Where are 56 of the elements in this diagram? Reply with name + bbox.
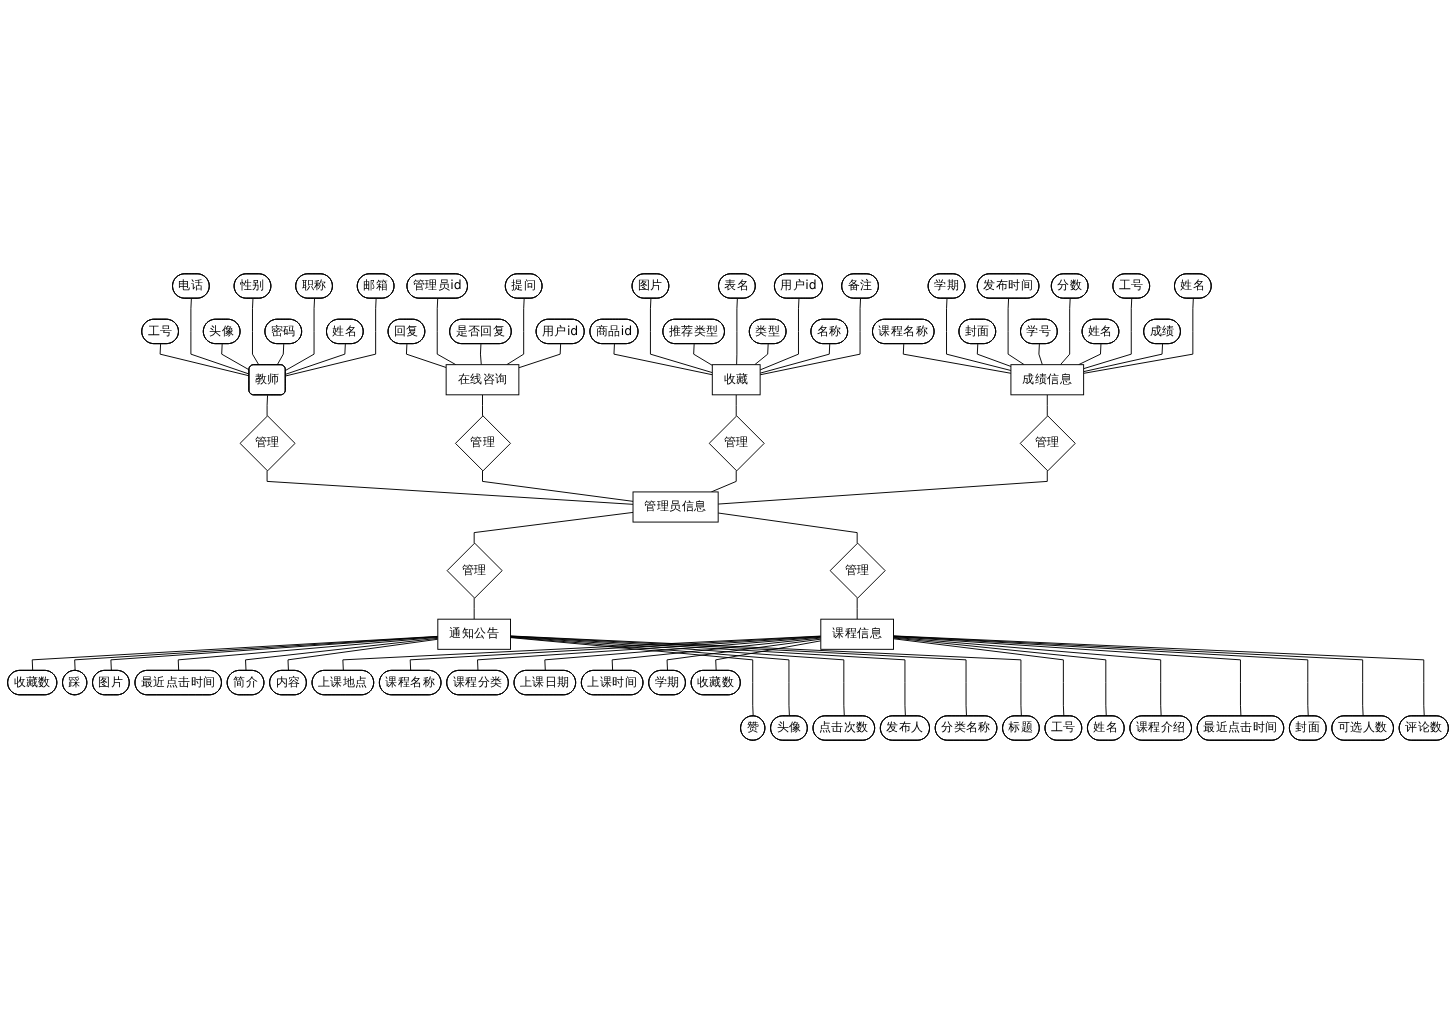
connector — [276, 343, 285, 366]
connector — [1007, 298, 1025, 366]
connector — [479, 343, 482, 366]
connector — [759, 298, 861, 376]
connector — [1083, 298, 1194, 374]
connector — [266, 394, 269, 417]
connector — [736, 298, 738, 366]
connector — [693, 343, 713, 366]
connector — [177, 636, 439, 672]
connector — [759, 343, 831, 374]
connector — [285, 343, 346, 375]
connector — [221, 343, 250, 371]
connector — [477, 636, 822, 672]
connector — [287, 638, 439, 672]
connector — [1046, 394, 1048, 417]
connector — [245, 637, 439, 672]
connector — [613, 343, 713, 376]
connector — [190, 298, 250, 375]
connector — [735, 394, 737, 417]
connector — [1083, 343, 1163, 373]
connector — [754, 343, 769, 366]
connector — [266, 470, 634, 505]
connector — [518, 343, 562, 369]
connector — [510, 636, 845, 717]
connector — [715, 640, 822, 672]
connector — [1060, 298, 1071, 366]
connector — [649, 298, 713, 374]
connector — [759, 298, 800, 371]
connector — [666, 638, 822, 672]
connector — [473, 597, 475, 620]
connector — [473, 511, 634, 544]
connector — [436, 298, 457, 366]
connector — [252, 298, 260, 366]
connector — [946, 298, 1012, 371]
connector — [1038, 343, 1043, 366]
connector — [1078, 343, 1102, 366]
connector — [482, 470, 634, 502]
connector — [285, 298, 377, 377]
connector — [159, 343, 250, 377]
connector — [717, 512, 858, 544]
connector — [1083, 298, 1133, 370]
connector — [285, 298, 316, 371]
connector — [902, 343, 1012, 374]
connector — [976, 343, 1012, 367]
connector — [893, 638, 1065, 717]
connector — [506, 298, 525, 366]
connector — [405, 343, 447, 368]
connector — [893, 637, 1107, 717]
connector — [856, 597, 858, 620]
connector — [482, 394, 483, 417]
connector — [717, 470, 1048, 505]
connector — [710, 470, 737, 493]
connector — [611, 637, 822, 672]
connector — [893, 636, 1162, 717]
connector — [544, 636, 822, 672]
connector — [893, 636, 1242, 717]
